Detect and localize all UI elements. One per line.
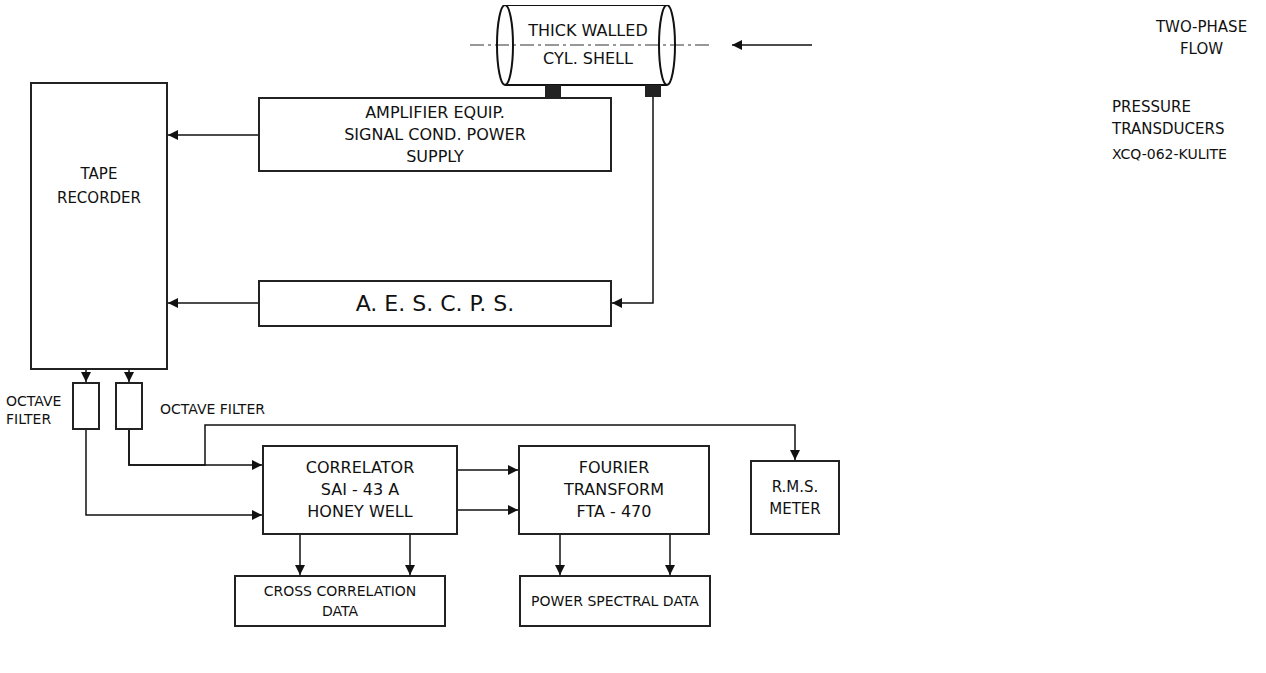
- signal-connector: [168, 302, 258, 304]
- flow-arrow: [732, 44, 812, 46]
- part-number: XCQ-062-KULITE: [1112, 144, 1227, 164]
- filter-label: OCTAVE FILTER: [160, 400, 265, 418]
- signal-connector: [612, 97, 653, 303]
- signal-connector: [85, 370, 87, 382]
- meter-box: R.M.S. METER: [750, 460, 840, 535]
- flow-label: TWO-PHASE FLOW: [1143, 16, 1260, 60]
- signal-connector: [129, 430, 262, 465]
- transform-box: FOURIER TRANSFORM FTA - 470: [518, 445, 710, 535]
- node-text: R.M.S. METER: [762, 476, 828, 520]
- signal-connector: [86, 430, 262, 515]
- signal-connector: [559, 535, 561, 575]
- node-text: POWER SPECTRAL DATA: [531, 591, 699, 611]
- output-box: POWER SPECTRAL DATA: [519, 575, 711, 627]
- recorder-box: TAPE RECORDER: [30, 82, 168, 370]
- emission-box: A. E. S. C. P. S.: [258, 280, 612, 327]
- amplifier-box: AMPLIFIER EQUIP. SIGNAL COND. POWER SUPP…: [258, 97, 612, 172]
- signal-connector: [669, 535, 671, 575]
- correlator-box: CORRELATOR SAI - 43 A HONEY WELL: [262, 445, 458, 535]
- signal-connector: [458, 509, 518, 511]
- pressure-transducer: [545, 85, 561, 97]
- pressure-transducer: [645, 85, 661, 97]
- signal-connector: [299, 535, 301, 575]
- cylinder-shell: THICK WALLED CYL. SHELL: [495, 5, 680, 97]
- node-text: FOURIER TRANSFORM FTA - 470: [558, 457, 670, 523]
- signal-connector: [458, 469, 518, 471]
- signal-connector: [128, 370, 130, 382]
- output-box: CROSS CORRELATION DATA: [234, 575, 446, 627]
- node-text: CORRELATOR SAI - 43 A HONEY WELL: [296, 457, 424, 523]
- node-text: A. E. S. C. P. S.: [356, 290, 515, 318]
- filter-box: OCTAVE FILTER: [115, 382, 143, 430]
- signal-connector: [409, 535, 411, 575]
- signal-connector: [168, 134, 258, 136]
- transducer-label: PRESSURE TRANSDUCERS: [1112, 96, 1242, 140]
- filter-box: OCTAVE FILTER: [72, 382, 100, 430]
- node-text: TAPE RECORDER: [44, 162, 154, 210]
- filter-label: OCTAVE FILTER: [6, 392, 68, 428]
- node-text: AMPLIFIER EQUIP. SIGNAL COND. POWER SUPP…: [340, 102, 530, 168]
- node-text: CROSS CORRELATION DATA: [246, 581, 434, 621]
- node-text: THICK WALLED CYL. SHELL: [509, 17, 667, 73]
